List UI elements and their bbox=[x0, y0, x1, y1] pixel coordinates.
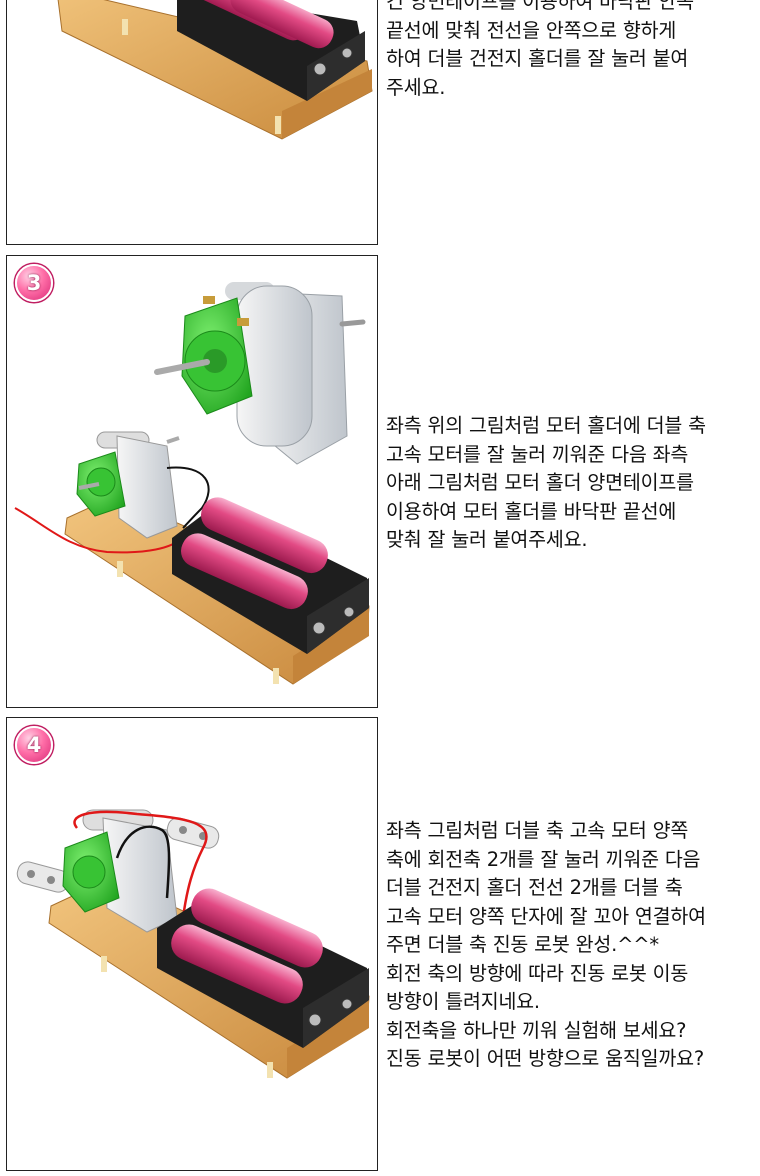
instruction-line: 이용하여 모터 홀더를 바닥판 끝선에 bbox=[386, 499, 677, 523]
instruction-line: 축에 회전축 2개를 잘 눌러 끼워준 다음 bbox=[386, 847, 701, 871]
battery-holder-on-base-illustration bbox=[57, 0, 373, 140]
step-3-illustration-panel: 3 bbox=[6, 255, 378, 708]
instruction-line: 고속 모터를 잘 눌러 끼워준 다음 좌측 bbox=[386, 442, 689, 466]
step-2-instructions: 긴 양면테이프를 이용하여 바닥판 안쪽 끝선에 맞춰 전선을 안쪽으로 향하게… bbox=[386, 0, 756, 102]
step-4-instructions: 좌측 그림처럼 더블 축 고속 모터 양쪽 축에 회전축 2개를 잘 눌러 끼워… bbox=[386, 817, 756, 1074]
instruction-line: 주면 더블 축 진동 로봇 완성.^^* bbox=[386, 933, 659, 956]
instruction-line: 맞춰 잘 눌러 붙여주세요. bbox=[386, 528, 588, 551]
step-4-illustration-panel: 4 bbox=[6, 717, 378, 1171]
step-number-badge: 4 bbox=[15, 726, 53, 764]
instruction-line: 좌측 그림처럼 더블 축 고속 모터 양쪽 bbox=[386, 819, 689, 842]
instruction-line: 고속 모터 양쪽 단자에 잘 꼬아 연결하여 bbox=[386, 904, 706, 928]
instruction-line: 진동 로봇이 어떤 방향으로 움직일까요? bbox=[386, 1047, 704, 1070]
step-number-badge: 3 bbox=[15, 264, 53, 302]
step-3-instructions: 좌측 위의 그림처럼 모터 홀더에 더블 축 고속 모터를 잘 눌러 끼워준 다… bbox=[386, 412, 756, 555]
instruction-line: 방향이 틀려지네요. bbox=[386, 990, 540, 1013]
instruction-line: 주세요. bbox=[386, 75, 446, 99]
step-2-illustration-panel bbox=[6, 0, 378, 245]
instruction-line: 좌측 위의 그림처럼 모터 홀더에 더블 축 bbox=[386, 414, 706, 437]
instruction-line: 회전축을 하나만 끼워 실험해 보세요? bbox=[386, 1018, 687, 1042]
motor-holder-assembly-illustration bbox=[14, 282, 370, 685]
instruction-line: 회전 축의 방향에 따라 진동 로봇 이동 bbox=[386, 961, 689, 985]
instruction-line: 끝선에 맞춰 전선을 안쪽으로 향하게 bbox=[386, 18, 677, 42]
instruction-line: 더블 건전지 홀더 전선 2개를 더블 축 bbox=[386, 876, 683, 899]
instruction-line: 하여 더블 건전지 홀더를 잘 눌러 붙여 bbox=[386, 47, 689, 70]
completed-vibration-robot-illustration bbox=[16, 809, 370, 1079]
instruction-line: 아래 그림처럼 모터 홀더 양면테이프를 bbox=[386, 471, 694, 494]
instruction-line: 긴 양면테이프를 이용하여 바닥판 안쪽 bbox=[386, 0, 694, 13]
